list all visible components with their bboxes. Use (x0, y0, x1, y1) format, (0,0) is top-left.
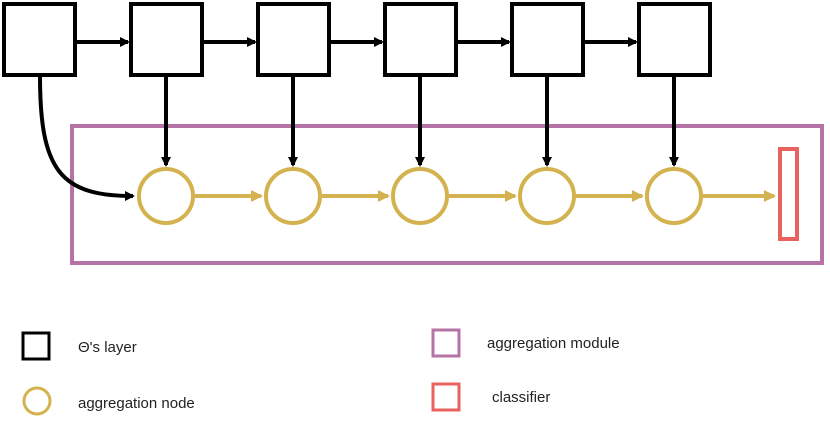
layer-to-node-arrows (161, 76, 679, 167)
legend-layer-swatch (21, 331, 51, 361)
aggregation-node-5 (645, 167, 703, 225)
aggregation-node-1 (137, 167, 195, 225)
skip-arrow (38, 75, 135, 201)
legend-classifier-swatch (431, 382, 461, 412)
layer-box-1 (2, 2, 77, 77)
aggregation-node-4 (518, 167, 576, 225)
legend-classifier-label: classifier (492, 389, 550, 406)
layer-box-3 (256, 2, 331, 77)
aggregation-node-2 (264, 167, 322, 225)
aggregation-module-box (70, 124, 824, 265)
layer-box-6 (637, 2, 712, 77)
legend-module-swatch (431, 328, 461, 358)
legend-node-label: aggregation node (78, 395, 195, 412)
classifier-box (778, 147, 799, 241)
aggregation-node-3 (391, 167, 449, 225)
layer-box-4 (383, 2, 458, 77)
layer-box-2 (129, 2, 204, 77)
legend-module-label: aggregation module (487, 335, 620, 352)
legend-layer-label: Θ's layer (78, 339, 137, 356)
layer-box-5 (510, 2, 585, 77)
legend: Θ's layer aggregation node aggregation m… (21, 328, 620, 416)
legend-node-swatch (22, 386, 52, 416)
